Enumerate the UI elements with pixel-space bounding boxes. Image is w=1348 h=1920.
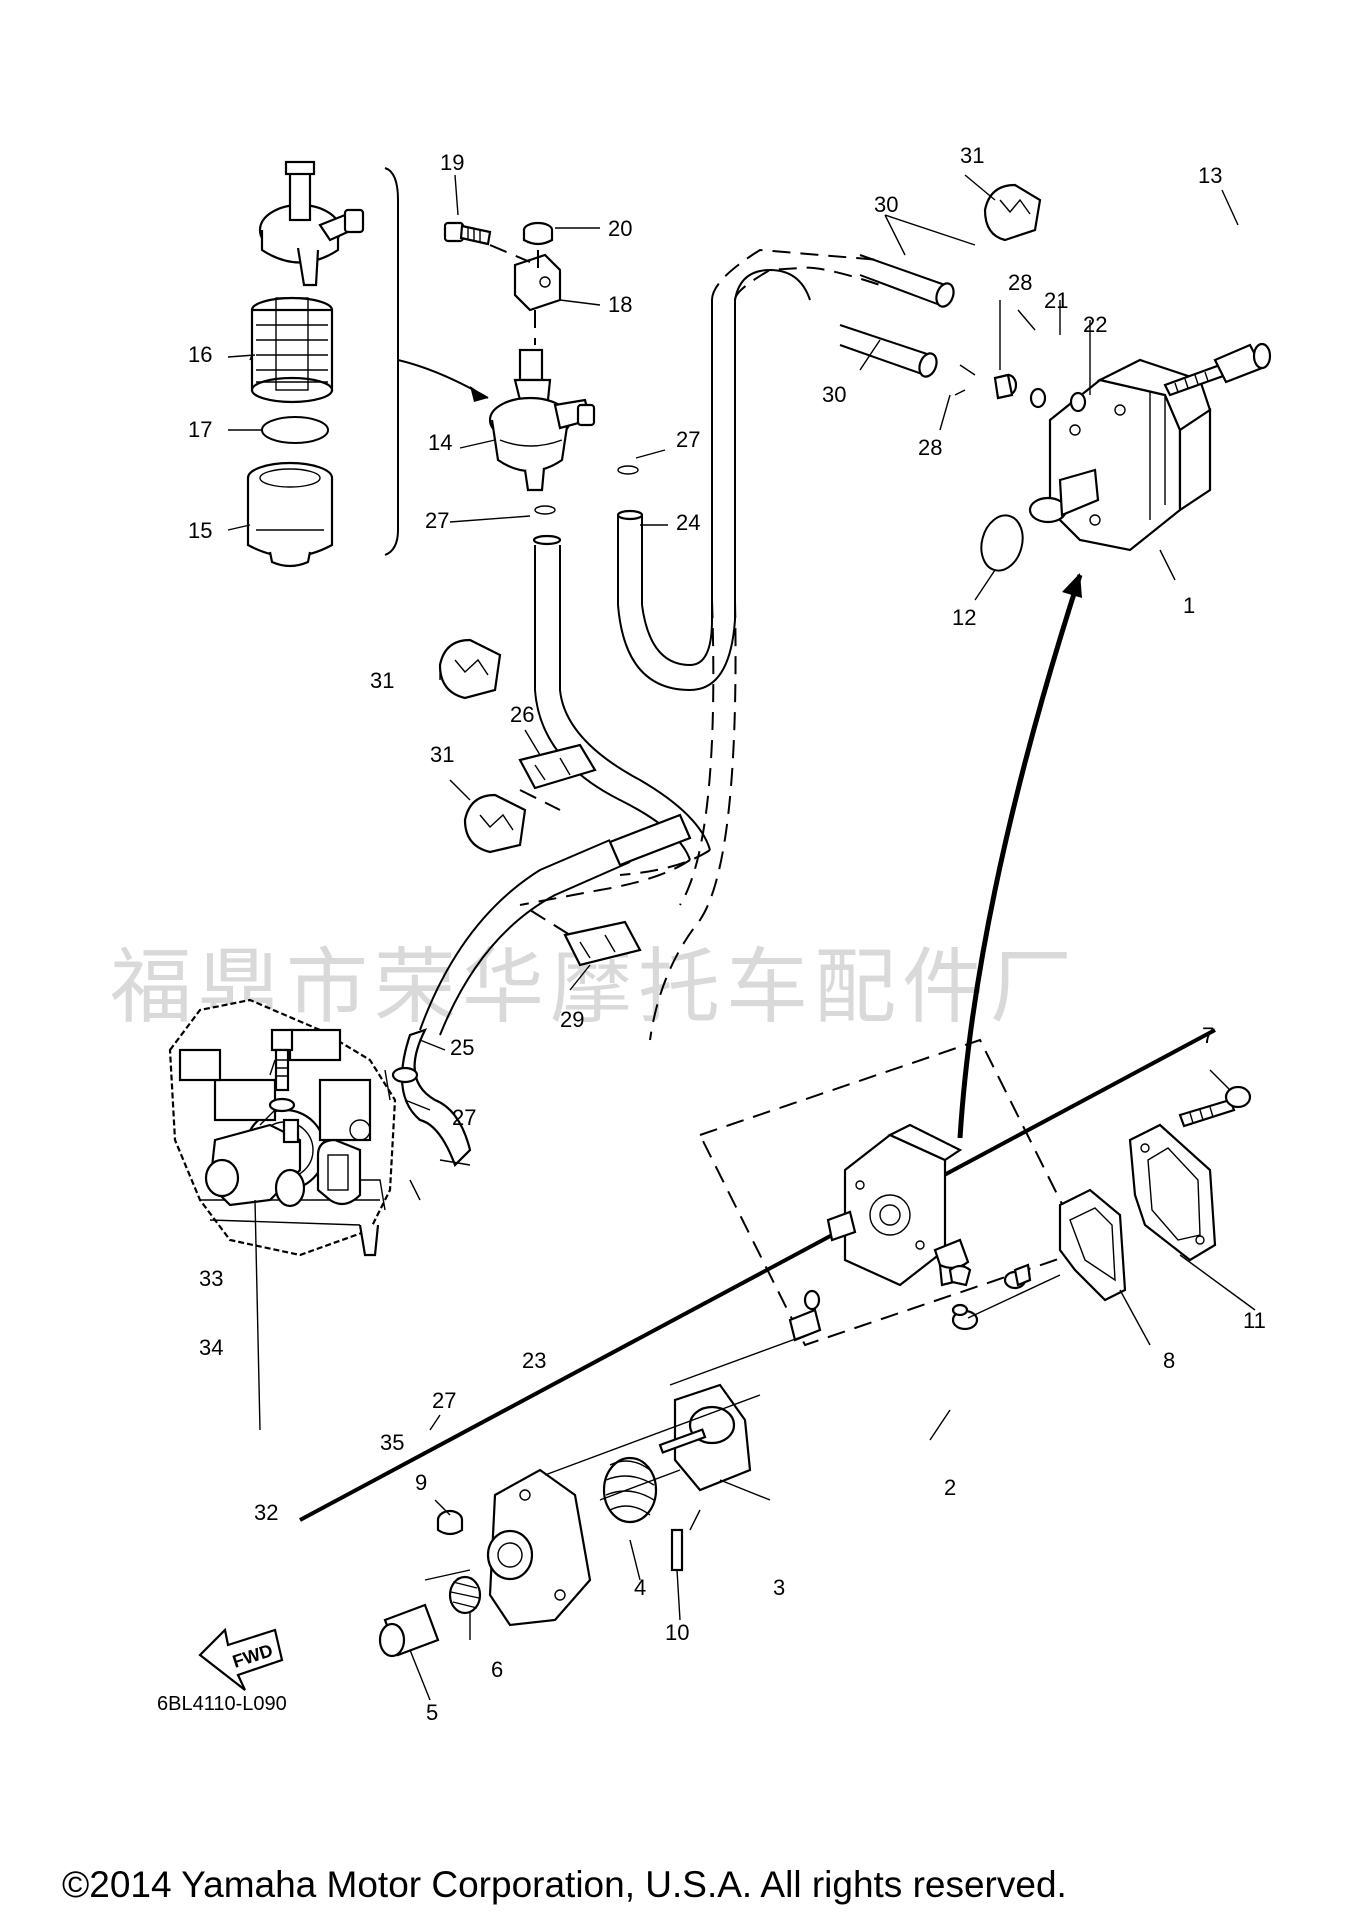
pump-body-part: [843, 1123, 963, 1287]
callout-30-a: 30: [874, 192, 898, 217]
callout-10: 10: [665, 1620, 689, 1645]
callout-24: 24: [676, 510, 700, 535]
bolt-33-part: [270, 1028, 294, 1092]
fuel-pump-assembly-part: [1028, 358, 1212, 552]
callout-32: 32: [254, 1500, 278, 1525]
hose-clamp-31-middle: [438, 638, 502, 700]
diagram-code: 6BL4110-L090: [157, 1693, 287, 1715]
callout-17: 17: [188, 417, 212, 442]
gasket-8-part: [1058, 1188, 1127, 1302]
group-bracket: [384, 167, 399, 556]
callout-6: 6: [491, 1657, 503, 1682]
diaphragm-3-part: [658, 1383, 752, 1492]
bolt-13-part: [1163, 342, 1272, 397]
callout-15: 15: [188, 518, 212, 543]
hose-30-part: [839, 254, 955, 378]
cover-11-part: [1128, 1123, 1217, 1262]
o-ring-12-part: [980, 514, 1024, 572]
spring-6-part: [448, 1575, 482, 1615]
hose-clamp-31-top: [983, 183, 1042, 242]
hose-sleeve: [608, 813, 692, 867]
callout-5: 5: [426, 1700, 438, 1725]
callout-25: 25: [450, 1035, 474, 1060]
callout-9: 9: [415, 1470, 427, 1495]
callout-27-a: 27: [676, 427, 700, 452]
o-ring-part: [261, 416, 329, 444]
copyright-text: ©2014 Yamaha Motor Corporation, U.S.A. A…: [62, 1864, 1067, 1905]
callout-31-a: 31: [960, 143, 984, 168]
hose-clamp-31-lower: [463, 793, 527, 854]
callout-27-c: 27: [452, 1105, 476, 1130]
fuel-hose-25-upper: [534, 545, 691, 861]
callout-29: 29: [560, 1007, 584, 1032]
filter-element-part: [250, 296, 334, 404]
collar-20-part: [522, 221, 554, 246]
plunger-5-part: [378, 1603, 440, 1658]
grommet-35-part: [316, 1138, 362, 1206]
callout-11: 11: [1243, 1308, 1266, 1333]
filter-cap-part: [258, 160, 365, 287]
callout-2: 2: [944, 1475, 956, 1500]
callout-1: 1: [1183, 593, 1195, 618]
callout-33: 33: [199, 1266, 223, 1291]
callout-28-b: 28: [918, 435, 942, 460]
filter-cup-part: [246, 461, 334, 568]
callout-numbers: 1 2 3 4 5 6 7 8 9 10 11 12 13 14 15 16 1…: [188, 143, 1266, 1725]
callout-8: 8: [1163, 1348, 1175, 1373]
fwd-arrow-icon: FWD: [198, 1627, 284, 1691]
callout-27-b: 27: [425, 508, 449, 533]
callout-13: 13: [1198, 163, 1222, 188]
hose-23-part: [391, 1028, 472, 1167]
pin-10-part: [670, 1528, 684, 1572]
spring-4-part: [602, 1456, 658, 1524]
subassembly-box-2: [698, 1038, 1087, 1347]
fuel-filter-exploded-group: [246, 160, 489, 568]
lower-cover-part: [486, 1468, 592, 1627]
callout-18: 18: [608, 292, 632, 317]
sensor-32-part: [204, 1118, 306, 1208]
callout-30-b: 30: [822, 382, 846, 407]
callout-20: 20: [608, 216, 632, 241]
callout-23: 23: [522, 1348, 546, 1373]
callout-34: 34: [199, 1335, 223, 1360]
callout-31-c: 31: [430, 742, 454, 767]
callout-16: 16: [188, 342, 212, 367]
callout-26: 26: [510, 702, 534, 727]
callout-22: 22: [1083, 312, 1107, 337]
callout-31-b: 31: [370, 668, 394, 693]
bolt-7-part: [1178, 1085, 1252, 1128]
assembly-arrow: [957, 574, 1083, 1139]
fuel-hose-24-part: [616, 509, 644, 605]
callout-4: 4: [634, 1575, 646, 1600]
clip-29-part: [563, 920, 642, 967]
callout-3: 3: [773, 1575, 785, 1600]
nut-9-part: [436, 1509, 464, 1536]
callout-14: 14: [428, 430, 452, 455]
small-parts-21-22: [993, 373, 1087, 413]
washer-34-part: [268, 1097, 296, 1113]
callout-21: 21: [1044, 288, 1068, 313]
hose-clips-27-top: [534, 465, 639, 515]
nuts-washers: [948, 1263, 1032, 1331]
callout-35: 35: [380, 1430, 404, 1455]
leader-lines: [227, 174, 1256, 1701]
check-valves: [788, 1210, 970, 1342]
clip-26-part: [518, 743, 597, 790]
mounting-line: [299, 1028, 1216, 1522]
bolt-19-part: [443, 221, 492, 246]
callout-27-d: 27: [432, 1388, 456, 1413]
fuel-filter-assembly-part: [488, 348, 596, 492]
callout-28-a: 28: [1008, 270, 1032, 295]
callout-7: 7: [1202, 1023, 1214, 1048]
callout-19: 19: [440, 150, 464, 175]
callout-12: 12: [952, 605, 976, 630]
